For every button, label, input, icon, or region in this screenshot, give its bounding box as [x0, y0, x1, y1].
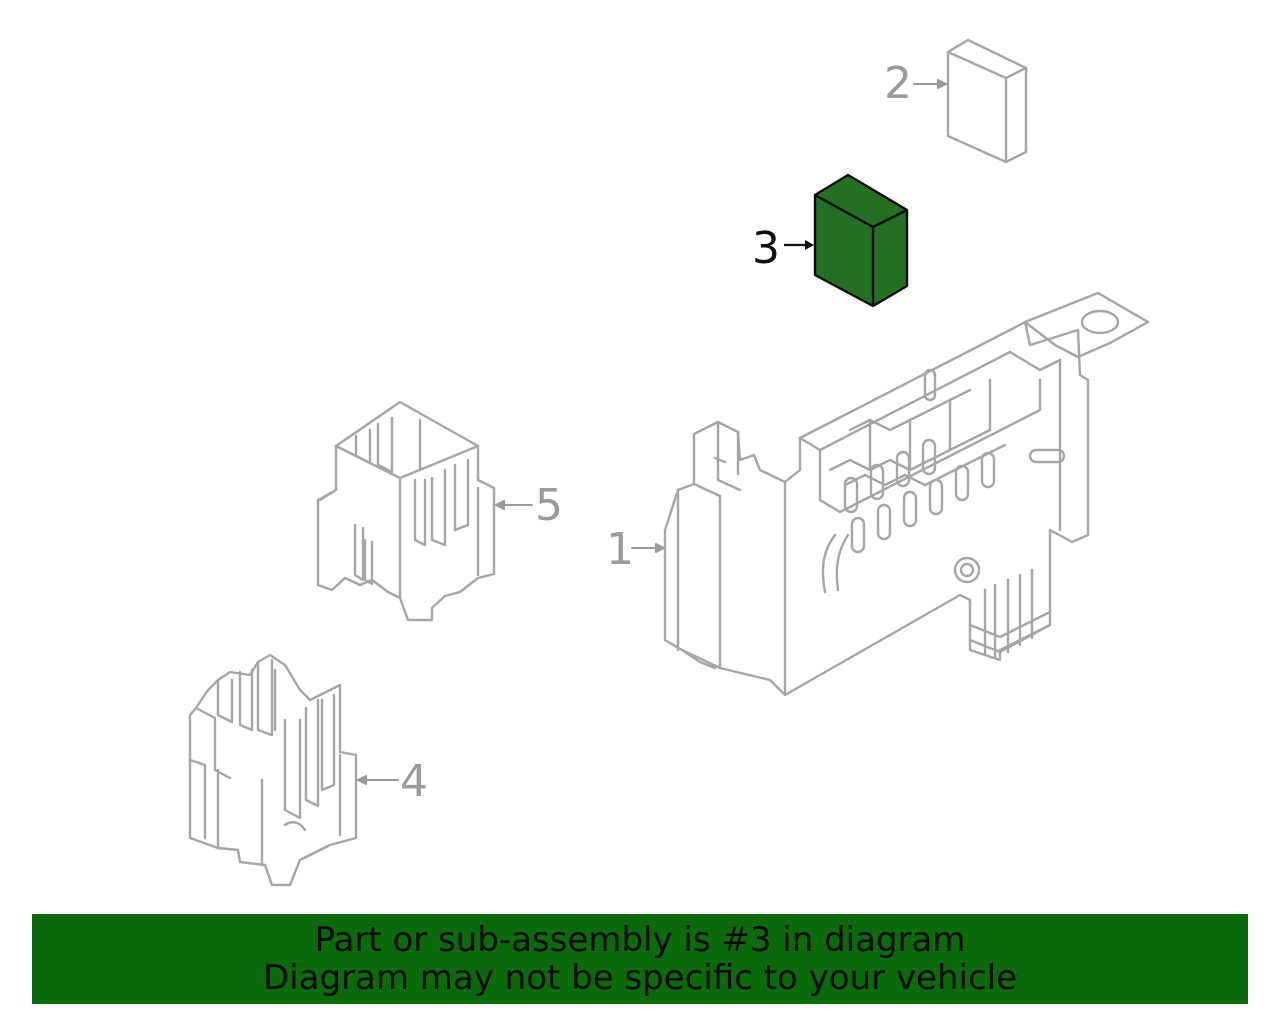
banner-line-part: Part or sub-assembly is #3 in diagram: [314, 920, 966, 960]
callout-2-label: 2: [884, 58, 912, 109]
leader-arrows: [357, 79, 947, 785]
part-1-fuse-box-housing[interactable]: [663, 291, 1150, 697]
callout-3-label: 3: [752, 223, 780, 274]
part-4-connector-block[interactable]: [188, 653, 358, 887]
info-banner: Part or sub-assembly is #3 in diagram Di…: [32, 914, 1248, 1004]
callout-4-label: 4: [400, 756, 428, 807]
callout-5-label: 5: [535, 480, 563, 531]
part-3-relay-highlighted[interactable]: [784, 173, 909, 308]
part-5-connector-block[interactable]: [316, 400, 496, 622]
part-2-relay-cover[interactable]: [946, 38, 1028, 164]
callout-1-label: 1: [606, 524, 634, 575]
banner-line-disclaimer: Diagram may not be specific to your vehi…: [262, 958, 1018, 998]
